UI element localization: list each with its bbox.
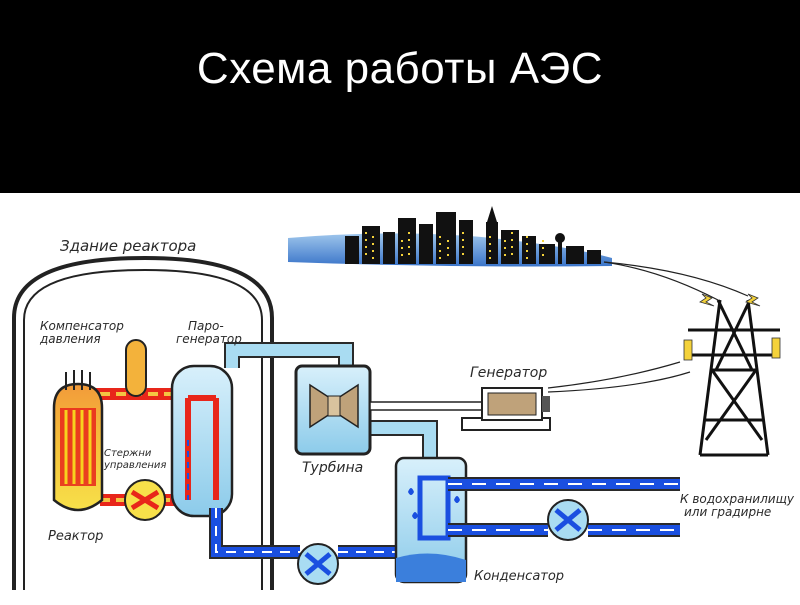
skyline-window [372, 243, 374, 245]
skyline-window [489, 250, 491, 252]
skyline-window [439, 243, 441, 245]
cooling-pump-icon [547, 499, 589, 541]
power-lines [547, 261, 749, 393]
skyline-window [439, 250, 441, 252]
skyline-window [542, 240, 544, 242]
skyline-window [372, 257, 374, 259]
skyline-window [408, 239, 410, 241]
generator [461, 387, 551, 431]
skyline-window [526, 236, 528, 238]
skyline-window [365, 239, 367, 241]
skyline-window [401, 240, 403, 242]
skyline-window [447, 247, 449, 249]
condenser [394, 456, 468, 584]
skyline-window [372, 250, 374, 252]
control-rods-label-1: Стержни [104, 448, 152, 459]
pump-icon [124, 479, 166, 521]
skyline-window [372, 236, 374, 238]
skyline-window [504, 247, 506, 249]
title-bar: Схема работы АЭС [0, 0, 800, 193]
skyline-window [526, 250, 528, 252]
skyline-window [439, 257, 441, 259]
pressurizer-label-1: Компенсатор [40, 319, 124, 333]
city-skyline-icon [288, 206, 612, 267]
reactor-label: Реактор [48, 529, 103, 544]
generator-label: Генератор [470, 365, 547, 381]
skyline-window [489, 236, 491, 238]
skyline-window [526, 257, 528, 259]
skyline-window [511, 232, 513, 234]
skyline-window [511, 253, 513, 255]
skyline-window [489, 257, 491, 259]
turbine-label: Турбина [302, 460, 363, 476]
skyline-window [511, 239, 513, 241]
skyline-window [365, 253, 367, 255]
skyline-window [489, 243, 491, 245]
pressurizer-label-2: давления [39, 332, 101, 346]
slide-title: Схема работы АЭС [196, 44, 604, 93]
skyline-window [447, 254, 449, 256]
reactor-vessel [52, 370, 104, 512]
cooling-water-loop [448, 477, 680, 537]
turbine [294, 364, 372, 456]
skyline-window [401, 247, 403, 249]
skyline-window [408, 232, 410, 234]
skyline-window [511, 246, 513, 248]
turbine-shaft [369, 401, 483, 411]
skyline-window [504, 240, 506, 242]
skyline-window [408, 246, 410, 248]
skyline-window [408, 253, 410, 255]
skyline-window [365, 246, 367, 248]
skyline-window [542, 254, 544, 256]
feedwater-pump-icon [297, 543, 339, 585]
pressurizer [125, 339, 147, 397]
steam-generator-label-1: Паро- [188, 319, 224, 333]
lightning-icon [683, 293, 781, 361]
reservoir-label-2: или градирне [684, 505, 771, 519]
skyline-window [462, 232, 464, 234]
skyline-window [439, 236, 441, 238]
skyline-window [526, 243, 528, 245]
skyline-window [462, 253, 464, 255]
steam-generator-label-2: генератор [176, 332, 242, 346]
skyline-window [365, 232, 367, 234]
skyline-window [447, 240, 449, 242]
npp-diagram: Здание реактора [0, 193, 800, 600]
steam-pipe [224, 342, 354, 372]
exhaust-pipe [358, 420, 438, 458]
skyline-window [401, 254, 403, 256]
steam-generator [170, 364, 234, 518]
reactor-building-label: Здание реактора [60, 237, 196, 255]
power-tower-icon [688, 299, 780, 457]
skyline-window [542, 247, 544, 249]
condenser-label: Конденсатор [474, 569, 564, 584]
skyline-window [504, 254, 506, 256]
control-rods-label-2: управления [103, 460, 166, 471]
skyline-window [462, 246, 464, 248]
skyline-window [462, 239, 464, 241]
feedwater-loop [209, 508, 404, 559]
reservoir-label-1: К водохранилищу [680, 492, 795, 506]
